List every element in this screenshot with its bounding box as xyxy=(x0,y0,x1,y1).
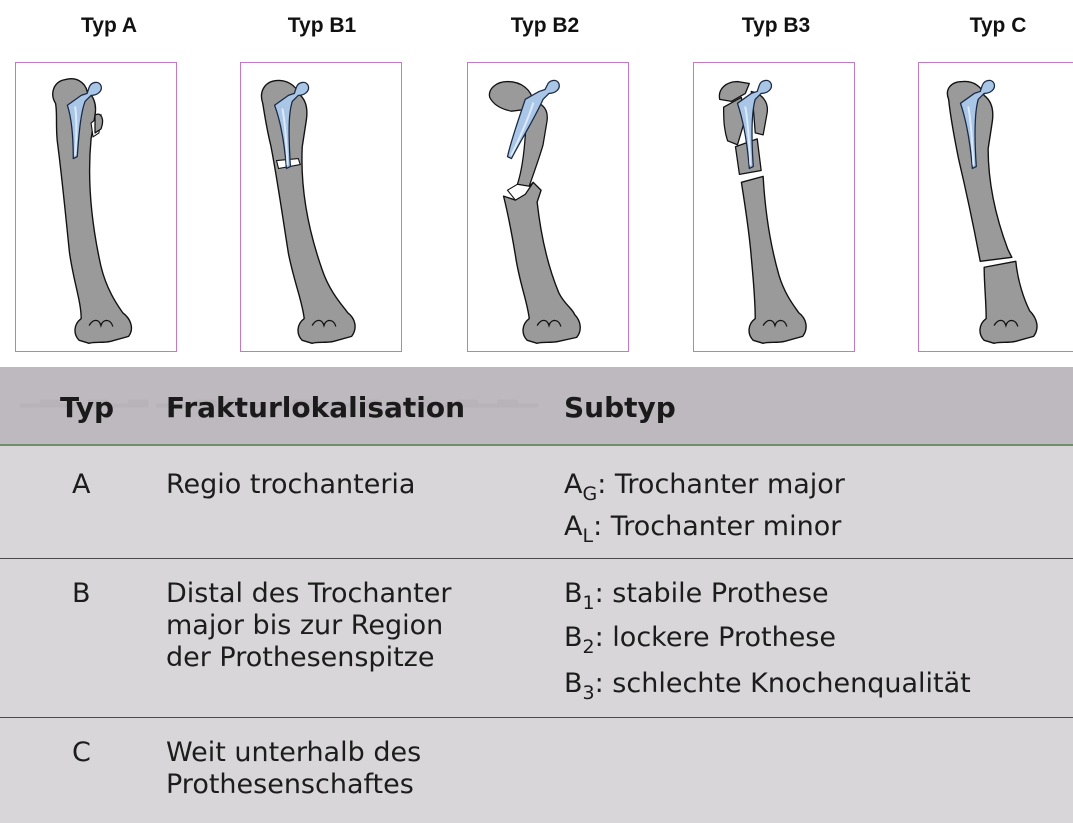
row-b-lokalisation-line-3: der Prothesenspitze xyxy=(166,644,434,671)
panel-typ-c xyxy=(918,62,1073,352)
panel-title-typ-b3: Typ B3 xyxy=(696,14,856,38)
row-c-lokalisation-line-1: Weit unterhalb des xyxy=(166,739,421,766)
header-frakturlokalisation: Frakturlokalisation xyxy=(166,391,465,424)
panel-typ-a xyxy=(15,62,177,352)
panel-title-typ-c: Typ C xyxy=(918,14,1073,38)
row-a-lokalisation: Regio trochanteria xyxy=(166,471,415,498)
header-subtyp: Subtyp xyxy=(564,391,676,424)
row-b-lokalisation-line-2: major bis zur Region xyxy=(166,612,443,639)
femur-illustration-typ-b3 xyxy=(694,63,854,351)
panel-title-typ-b1: Typ B1 xyxy=(242,14,402,38)
row-c-typ: C xyxy=(72,739,91,766)
femur-illustration-typ-b1 xyxy=(241,63,401,351)
femur-illustration-typ-a xyxy=(16,63,176,351)
row-c-lokalisation-line-2: Prothesenschaftes xyxy=(166,771,414,798)
row-a-typ: A xyxy=(72,471,90,498)
panel-typ-b3 xyxy=(693,62,855,352)
row-b-subtyp-2: B2: lockere Prothese xyxy=(564,624,836,651)
row-b-typ: B xyxy=(72,580,91,607)
row-b-lokalisation-line-1: Distal des Trochanter xyxy=(166,580,451,607)
panel-typ-b1 xyxy=(240,62,402,352)
femur-illustration-typ-b2 xyxy=(468,63,628,351)
panel-typ-b2 xyxy=(467,62,629,352)
row-a-subtyp-g: AG: Trochanter major xyxy=(564,471,845,498)
row-a-subtyp-l: AL: Trochanter minor xyxy=(564,513,841,540)
row-divider-b-c xyxy=(0,717,1073,718)
panel-title-typ-a: Typ A xyxy=(29,14,189,38)
row-b-subtyp-3: B3: schlechte Knochenqualität xyxy=(564,670,971,697)
row-divider-a-b xyxy=(0,558,1073,559)
femur-illustration-typ-c xyxy=(919,63,1073,351)
header-divider xyxy=(0,444,1073,446)
panel-title-typ-b2: Typ B2 xyxy=(465,14,625,38)
header-typ: Typ xyxy=(60,391,114,424)
row-b-subtyp-1: B1: stabile Prothese xyxy=(564,580,829,607)
